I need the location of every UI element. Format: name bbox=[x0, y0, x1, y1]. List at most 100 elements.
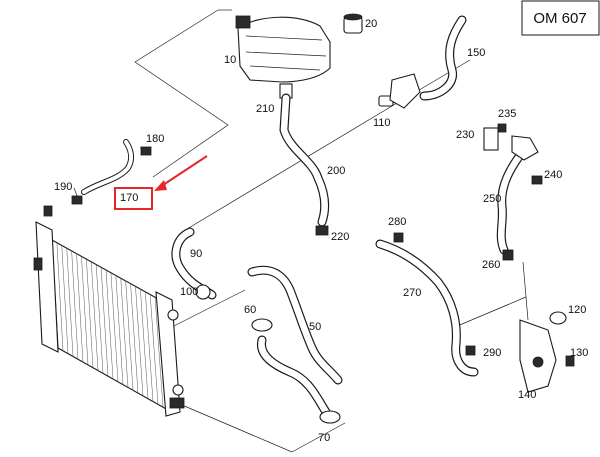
callout-230: 230 bbox=[456, 129, 474, 141]
hose-170-outline bbox=[81, 139, 135, 195]
leader-tank-frame bbox=[134, 9, 229, 178]
clip-190 bbox=[71, 195, 83, 205]
radiator-fin bbox=[66, 248, 74, 357]
radiator-fin bbox=[125, 280, 134, 391]
radiator-fin bbox=[130, 283, 139, 394]
radiator-bracket-left bbox=[33, 257, 43, 271]
clip-220 bbox=[315, 225, 329, 236]
seal-60 bbox=[251, 318, 273, 332]
radiator-right-tank bbox=[155, 291, 181, 417]
expansion-tank bbox=[235, 15, 331, 99]
expansion-tank-neck bbox=[235, 15, 251, 29]
tank-cap bbox=[343, 13, 363, 34]
callout-10: 10 bbox=[224, 54, 236, 66]
highlight-170 bbox=[114, 155, 208, 210]
radiator-fin bbox=[81, 256, 89, 365]
callout-240: 240 bbox=[544, 169, 562, 181]
callout-235: 235 bbox=[498, 108, 516, 120]
radiator-fin bbox=[91, 261, 99, 371]
highlight-arrow-line bbox=[159, 155, 208, 188]
model-box-frame bbox=[521, 0, 600, 36]
tank-cap-top bbox=[343, 13, 363, 21]
radiator-fin bbox=[145, 291, 154, 402]
highlight-box bbox=[114, 187, 153, 210]
bolt-130 bbox=[565, 355, 575, 367]
callout-130: 130 bbox=[570, 347, 588, 359]
radiator-fin bbox=[56, 242, 64, 351]
seal-100 bbox=[195, 284, 211, 300]
callout-210: 210 bbox=[256, 103, 274, 115]
leader-70 bbox=[291, 422, 346, 453]
seal-120 bbox=[549, 311, 567, 325]
bracket-230 bbox=[483, 127, 499, 151]
clip-260 bbox=[502, 249, 514, 261]
callout-110: 110 bbox=[373, 117, 391, 129]
radiator-bracket-top bbox=[43, 205, 53, 217]
model-code: OM 607 bbox=[533, 10, 586, 27]
callout-150: 150 bbox=[467, 47, 485, 59]
radiator-fin bbox=[100, 267, 109, 377]
radiator-fin bbox=[135, 286, 144, 396]
radiator-fins bbox=[56, 242, 164, 408]
callouts: 10 20 50 60 70 90 100 110 120 130 140 15… bbox=[54, 18, 588, 444]
callout-100: 100 bbox=[180, 286, 198, 298]
hoses bbox=[81, 15, 529, 417]
callout-250: 250 bbox=[483, 193, 501, 205]
highlight-arrow-head bbox=[154, 180, 167, 191]
clip-290 bbox=[465, 345, 476, 356]
bolt-235 bbox=[497, 123, 507, 133]
radiator-bracket-bottom bbox=[169, 397, 185, 409]
hose-250 bbox=[497, 146, 528, 254]
radiator-fin bbox=[110, 272, 119, 382]
radiator-fin bbox=[120, 278, 129, 388]
radiator-core bbox=[51, 239, 169, 411]
thermostat-housing bbox=[389, 73, 421, 109]
clip-280 bbox=[393, 232, 404, 243]
seal-70 bbox=[319, 410, 341, 424]
hose-270 bbox=[376, 240, 478, 376]
callout-140: 140 bbox=[518, 389, 536, 401]
callout-200: 200 bbox=[327, 165, 345, 177]
callout-290: 290 bbox=[483, 347, 501, 359]
sensor-240-housing bbox=[511, 135, 539, 161]
small-parts bbox=[71, 73, 575, 424]
callout-70: 70 bbox=[318, 432, 330, 444]
radiator-fin bbox=[61, 245, 69, 354]
radiator-fin bbox=[71, 250, 79, 360]
callout-60: 60 bbox=[244, 304, 256, 316]
pump-140 bbox=[519, 319, 557, 393]
hose-270-outline bbox=[375, 239, 479, 377]
callout-280: 280 bbox=[388, 216, 406, 228]
callout-170: 170 bbox=[120, 192, 138, 204]
callout-260: 260 bbox=[482, 259, 500, 271]
callout-270: 270 bbox=[403, 287, 421, 299]
expansion-tank-ribs bbox=[245, 35, 327, 71]
pump-140-port bbox=[532, 356, 544, 368]
callout-190: 190 bbox=[54, 181, 72, 193]
radiator-fin bbox=[115, 275, 124, 385]
radiator-fin bbox=[95, 264, 104, 374]
leader-radiator-b bbox=[167, 398, 293, 453]
hose-60 bbox=[258, 336, 330, 416]
leader-290 bbox=[454, 296, 527, 328]
radiator-outlet-lower bbox=[172, 384, 184, 396]
radiator-fin bbox=[140, 289, 149, 399]
hose-170 bbox=[82, 140, 134, 194]
expansion-tank-body bbox=[237, 16, 331, 83]
radiator-fin bbox=[154, 297, 164, 408]
hose-150 bbox=[420, 16, 466, 100]
clip-180 bbox=[140, 146, 152, 156]
model-box: OM 607 bbox=[521, 0, 600, 36]
radiator-outlet-upper bbox=[167, 309, 179, 321]
radiator-fin bbox=[76, 253, 84, 363]
callout-180: 180 bbox=[146, 133, 164, 145]
callout-20: 20 bbox=[365, 18, 377, 30]
callout-50: 50 bbox=[309, 321, 321, 333]
callout-220: 220 bbox=[331, 231, 349, 243]
radiator-fin bbox=[149, 294, 159, 405]
radiator bbox=[33, 205, 185, 417]
radiator-fin bbox=[86, 259, 94, 368]
hose-200 bbox=[280, 94, 328, 226]
hose-50 bbox=[248, 267, 342, 384]
